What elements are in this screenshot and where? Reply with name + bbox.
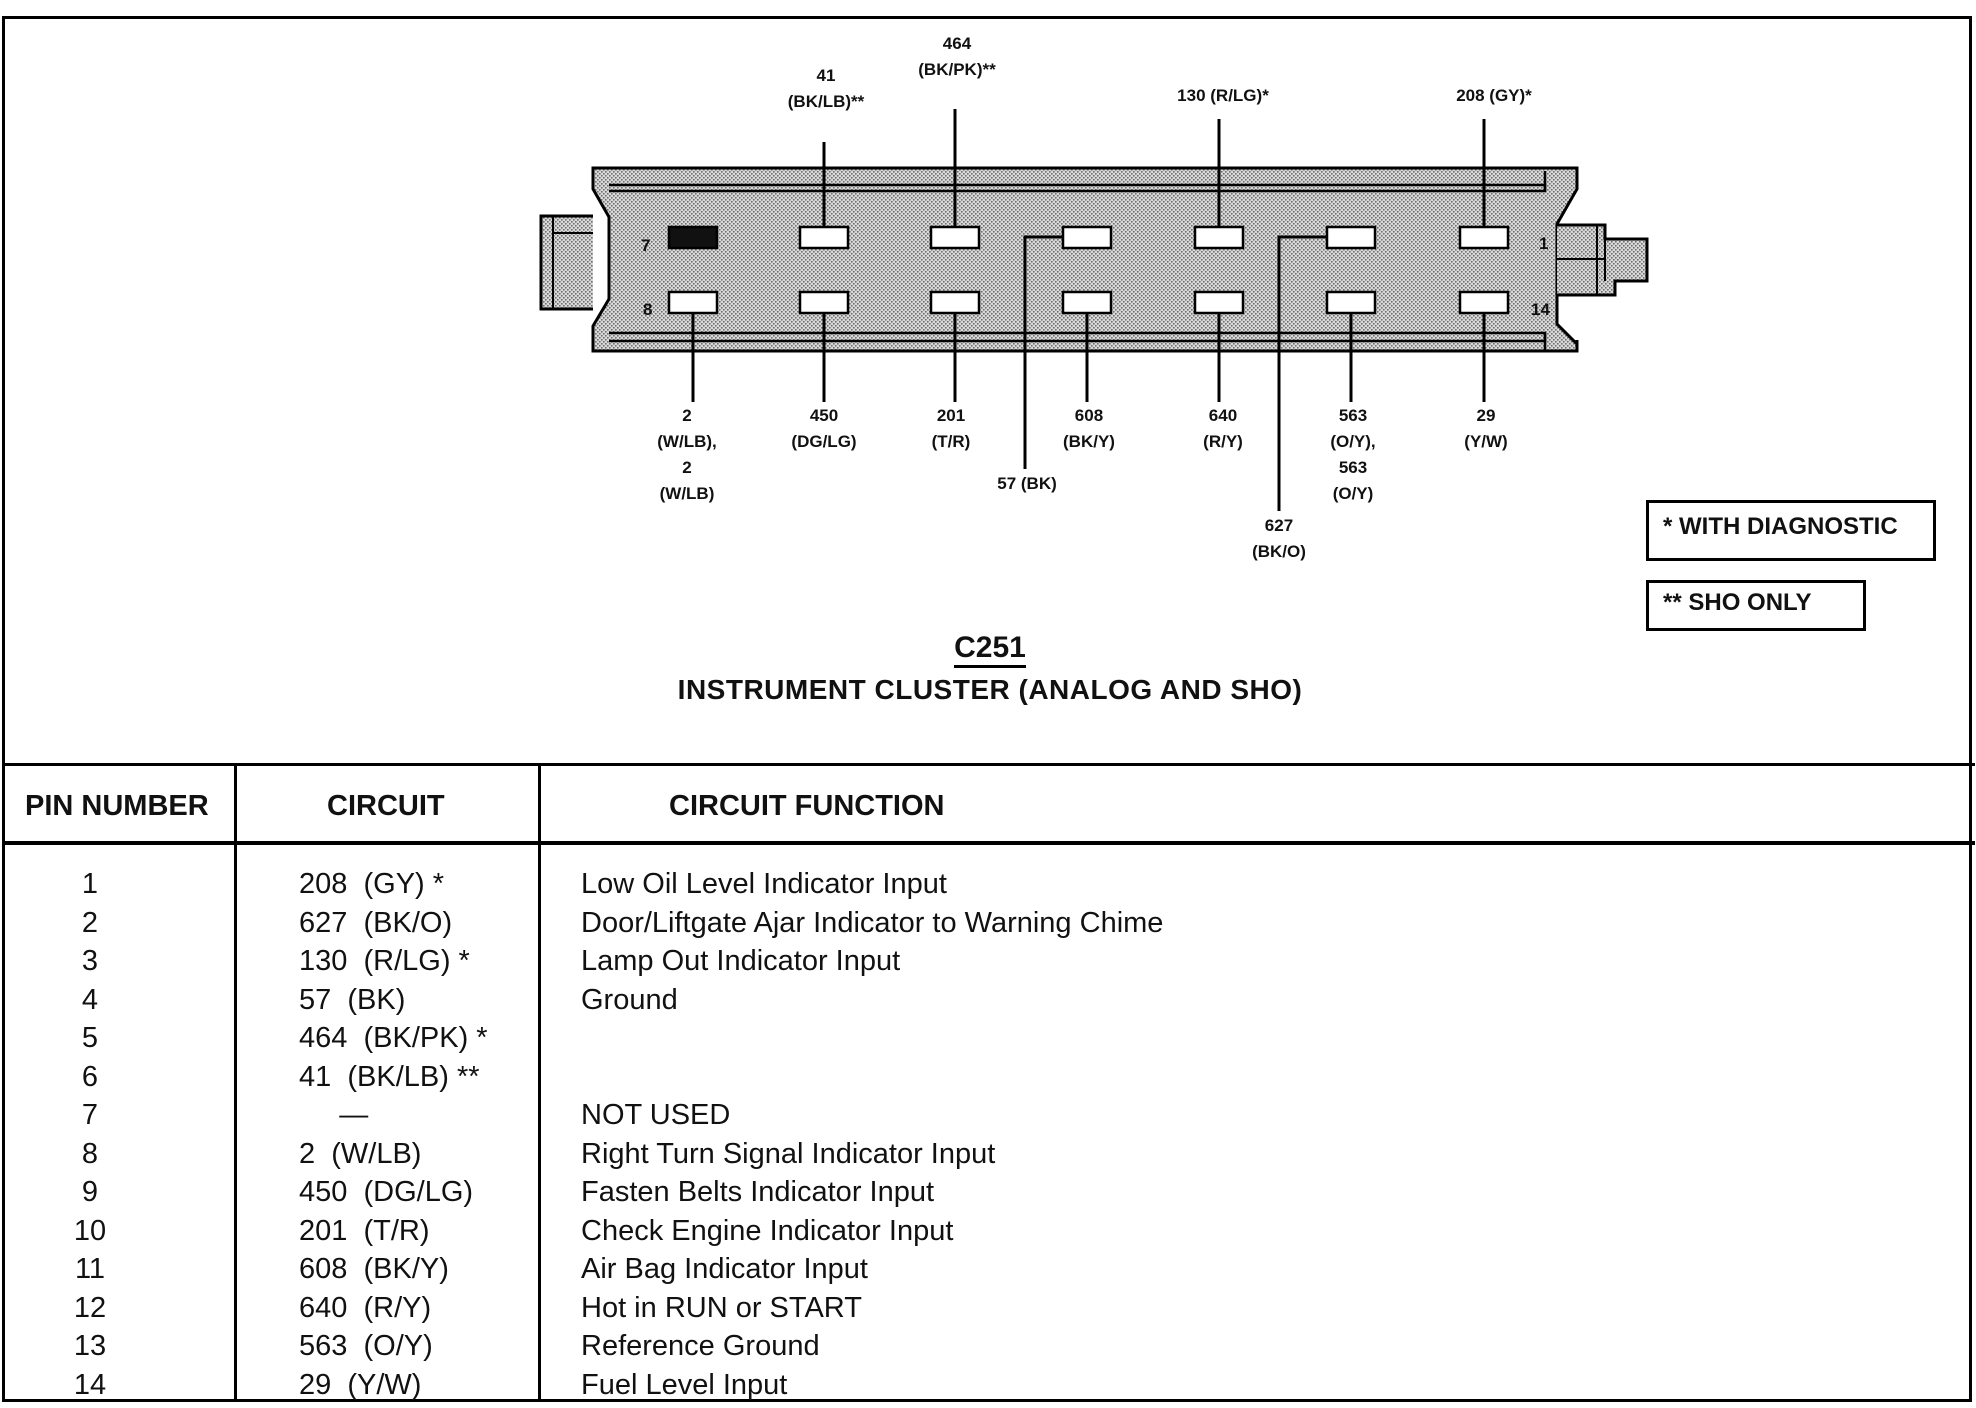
- table-row: 12 640 (R/Y) Hot in RUN or START: [5, 1289, 1975, 1327]
- connector-title: C251 INSTRUMENT CLUSTER (ANALOG AND SHO): [5, 631, 1975, 706]
- callout-464-bk-pk: 464 (BK/PK)**: [918, 34, 996, 79]
- circuit-function: Fasten Belts Indicator Input: [581, 1176, 935, 1208]
- pin-number: 8: [81, 1137, 99, 1170]
- circuit-function: Fuel Level Input: [581, 1368, 788, 1401]
- callout-208-gy: 208 (GY)*: [1456, 86, 1532, 105]
- callout-563-o-y: 563 (O/Y), 563 (O/Y): [1330, 406, 1376, 503]
- callout-2-w-lb: 2 (W/LB), 2 (W/LB): [657, 406, 717, 503]
- pin-label-7: 7: [641, 236, 650, 255]
- circuit: 57 (BK): [299, 983, 406, 1016]
- pin-number: 5: [81, 1022, 99, 1054]
- callout-450-dg-lg: 450 (DG/LG): [791, 406, 857, 451]
- circuit: 208 (GY) *: [299, 868, 445, 900]
- callout-57-bk: 57 (BK): [997, 474, 1057, 493]
- pin-number: 7: [81, 1099, 99, 1131]
- pin-number: 13: [73, 1330, 107, 1362]
- circuit: 41 (BK/LB) **: [299, 1060, 480, 1093]
- leader-lines: [691, 109, 1486, 511]
- pin-number: 14: [73, 1368, 107, 1401]
- table-row: 11 608 (BK/Y) Air Bag Indicator Input: [5, 1250, 1975, 1288]
- circuit-function: Ground: [581, 983, 678, 1016]
- pin-number: 10: [73, 1214, 107, 1247]
- circuit: 29 (Y/W): [299, 1368, 422, 1401]
- pin-number: 12: [73, 1291, 107, 1324]
- circuit-function: Hot in RUN or START: [581, 1291, 862, 1324]
- connector-body: [539, 166, 1649, 353]
- callout-640-r-y: 640 (R/Y): [1203, 406, 1243, 451]
- circuit: 627 (BK/O): [299, 906, 453, 939]
- column-divider: [234, 765, 237, 1399]
- circuit: 2 (W/LB): [299, 1137, 422, 1170]
- table-row: 8 2 (W/LB) Right Turn Signal Indicator I…: [5, 1135, 1975, 1173]
- table-row: 3 130 (R/LG) * Lamp Out Indicator Input: [5, 942, 1975, 980]
- callout-608-bk-y: 608 (BK/Y): [1063, 406, 1115, 451]
- circuit-function: NOT USED: [581, 1099, 731, 1131]
- callout-627-bk-o: 627 (BK/O): [1252, 516, 1306, 561]
- table-header: PIN NUMBER CIRCUIT CIRCUIT FUNCTION: [5, 763, 1975, 845]
- circuit-function: Check Engine Indicator Input: [581, 1214, 954, 1247]
- table-row: 9 450 (DG/LG) Fasten Belts Indicator Inp…: [5, 1173, 1975, 1211]
- connector-diagram: 7 8 1 14: [539, 109, 1649, 511]
- connector-name: INSTRUMENT CLUSTER (ANALOG AND SHO): [677, 674, 1303, 705]
- circuit: 201 (T/R): [299, 1214, 430, 1247]
- circuit: 563 (O/Y): [299, 1330, 433, 1362]
- table-row: 7 — NOT USED: [5, 1096, 1975, 1134]
- pin-label-1: 1: [1539, 234, 1548, 253]
- table-row: 14 29 (Y/W) Fuel Level Input: [5, 1366, 1975, 1404]
- pin-number: 4: [81, 983, 99, 1016]
- connector-id: C251: [954, 631, 1026, 668]
- circuit: 464 (BK/PK) *: [299, 1022, 488, 1054]
- table-row: 4 57 (BK) Ground: [5, 981, 1975, 1019]
- table-row: 2 627 (BK/O) Door/Liftgate Ajar Indicato…: [5, 904, 1975, 942]
- header-circuit-function: CIRCUIT FUNCTION: [669, 790, 945, 822]
- pin-number: 9: [81, 1176, 99, 1208]
- header-circuit: CIRCUIT: [327, 790, 445, 822]
- callout-130-r-lg: 130 (R/LG)*: [1177, 86, 1269, 105]
- callout-41-bk-lb: 41 (BK/LB)**: [787, 66, 865, 111]
- legend-with-diagnostic: * WITH DIAGNOSTIC: [1646, 500, 1936, 561]
- circuit: 450 (DG/LG): [299, 1176, 474, 1208]
- circuit: —: [299, 1099, 369, 1131]
- circuit-function: Right Turn Signal Indicator Input: [581, 1137, 996, 1170]
- pin-number: 1: [81, 868, 99, 900]
- circuit-function: Air Bag Indicator Input: [581, 1253, 868, 1285]
- table-row: 10 201 (T/R) Check Engine Indicator Inpu…: [5, 1212, 1975, 1250]
- circuit-function: Low Oil Level Indicator Input: [581, 868, 947, 900]
- circuit-function: Lamp Out Indicator Input: [581, 945, 901, 977]
- pin-label-8: 8: [643, 300, 652, 319]
- column-divider: [538, 765, 541, 1399]
- circuit: 608 (BK/Y): [299, 1253, 449, 1285]
- pin-number: 2: [81, 906, 99, 939]
- callout-201-t-r: 201 (T/R): [931, 406, 971, 451]
- circuit: 640 (R/Y): [299, 1291, 432, 1324]
- pin-number: 6: [81, 1060, 99, 1093]
- pin-label-14: 14: [1531, 300, 1550, 319]
- table-row: 5 464 (BK/PK) *: [5, 1019, 1975, 1057]
- table-row: 6 41 (BK/LB) **: [5, 1058, 1975, 1096]
- legend-sho-only: ** SHO ONLY: [1646, 580, 1866, 631]
- table-row: 1 208 (GY) * Low Oil Level Indicator Inp…: [5, 865, 1975, 903]
- page-frame: 7 8 1 14 41 (BK/LB)** 464 (B: [2, 16, 1975, 1404]
- circuit-function: Reference Ground: [581, 1330, 820, 1362]
- header-pin-number: PIN NUMBER: [25, 790, 209, 822]
- pin-number: 3: [81, 945, 99, 977]
- circuit: 130 (R/LG) *: [299, 945, 470, 977]
- pin-number: 11: [74, 1253, 106, 1285]
- circuit-function: Door/Liftgate Ajar Indicator to Warning …: [581, 906, 1164, 939]
- terminal-row-top: [667, 225, 1510, 250]
- table-row: 13 563 (O/Y) Reference Ground: [5, 1327, 1975, 1365]
- callout-29-y-w: 29 (Y/W): [1464, 406, 1508, 451]
